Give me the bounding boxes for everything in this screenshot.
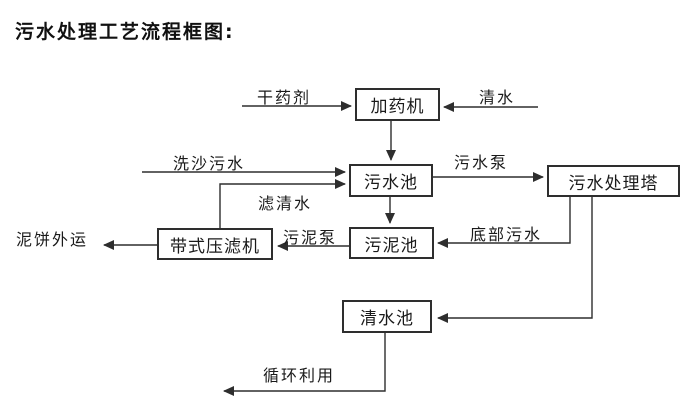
node-sludge-pool: 污泥池 xyxy=(349,227,434,259)
node-clear-water-pool: 清水池 xyxy=(342,300,432,333)
flow-label-filtered-water: 滤清水 xyxy=(258,194,313,213)
flow-label-mud-cake-out: 泥饼外运 xyxy=(16,230,89,249)
flow-label-sewage-pump: 污水泵 xyxy=(454,153,509,172)
flow-label-dry-agent: 干药剂 xyxy=(257,88,312,107)
edge-filtered-water-to-sewage-pool xyxy=(219,179,346,228)
node-sewage-treatment-tower: 污水处理塔 xyxy=(547,165,680,197)
edge-clear-water-pool-to-recycle xyxy=(223,333,386,396)
flow-label-recycle-use: 循环利用 xyxy=(263,366,336,385)
node-sewage-pool: 污水池 xyxy=(349,164,433,197)
flow-label-bottom-sewage: 底部污水 xyxy=(470,225,543,244)
edge-bottom-sewage-to-sludge-pool xyxy=(437,197,571,248)
node-belt-filter-press: 带式压滤机 xyxy=(157,228,273,260)
flow-label-sand-washing-sewage: 洗沙污水 xyxy=(173,154,246,173)
flow-label-clear-water-in: 清水 xyxy=(479,88,516,107)
page-title: 污水处理工艺流程框图: xyxy=(15,21,235,43)
edge-treatment-tower-to-clear-water-pool xyxy=(437,197,593,323)
flow-label-sludge-pump: 污泥泵 xyxy=(283,228,338,247)
node-dosing-machine: 加药机 xyxy=(355,88,440,121)
